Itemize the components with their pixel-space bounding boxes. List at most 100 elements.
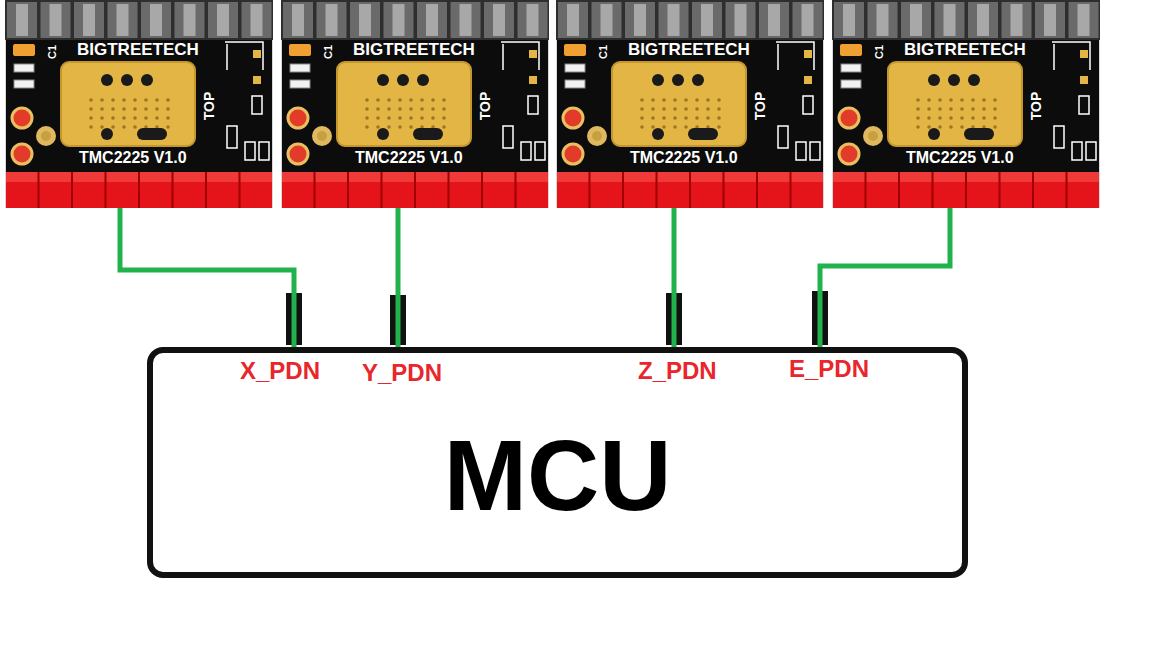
header-pin	[242, 2, 272, 38]
via-dot	[431, 107, 435, 111]
header-pin	[108, 2, 138, 38]
driver-board-drawing	[832, 0, 1100, 208]
via-dot	[133, 107, 137, 111]
header-pin	[735, 4, 747, 36]
header-pin	[50, 4, 62, 36]
driver-board: C1BIGTREETECHTOPTMC2225 V1.0	[281, 0, 549, 208]
header-pin	[184, 4, 196, 36]
resistor	[810, 142, 820, 160]
pad-ring	[312, 126, 332, 146]
header-pin	[1044, 4, 1056, 36]
pot-pad	[12, 108, 32, 128]
resistor	[841, 64, 861, 72]
via-dot	[166, 107, 170, 111]
pin-socket	[557, 172, 823, 208]
silk-label: C1	[46, 45, 58, 59]
via-dot	[409, 107, 413, 111]
via-hole	[928, 128, 940, 140]
via-dot	[651, 107, 655, 111]
via-hole	[928, 74, 940, 86]
resistor	[290, 80, 310, 88]
chip-pad	[61, 62, 195, 146]
via-slot	[964, 128, 994, 140]
silk-outline	[501, 42, 539, 70]
via-dot	[662, 125, 666, 129]
silk-label: TOP	[753, 92, 768, 121]
header-pin	[834, 2, 864, 38]
resistor	[803, 96, 813, 114]
pin-socket	[282, 172, 548, 208]
header-pin	[558, 2, 588, 38]
signal-wire	[120, 208, 294, 347]
via-hole	[948, 74, 960, 86]
chip-pad	[612, 62, 746, 146]
pad-hole	[41, 131, 51, 141]
via-dot	[993, 116, 997, 120]
via-hole	[417, 74, 429, 86]
via-dot	[442, 98, 446, 102]
header-pin	[759, 2, 789, 38]
brand-label: BIGTREETECH	[353, 41, 475, 60]
via-dot	[640, 107, 644, 111]
via-dot	[166, 116, 170, 120]
silk-label: C1	[322, 45, 334, 59]
pad-hole	[317, 131, 327, 141]
socket-divider	[448, 172, 450, 208]
via-dot	[706, 98, 710, 102]
smd-pad	[529, 50, 537, 58]
header-pin	[150, 4, 162, 36]
via-dot	[960, 107, 964, 111]
via-dot	[662, 116, 666, 120]
via-hole	[652, 74, 664, 86]
socket-divider	[790, 172, 792, 208]
via-hole	[121, 74, 133, 86]
resistor	[503, 126, 513, 148]
via-dot	[971, 107, 975, 111]
pin-header	[281, 0, 549, 40]
via-dot	[993, 107, 997, 111]
via-dot	[122, 116, 126, 120]
via-dot	[122, 107, 126, 111]
via-dot	[144, 107, 148, 111]
via-dot	[398, 98, 402, 102]
via-dot	[982, 107, 986, 111]
resistor	[1079, 96, 1089, 114]
header-pin	[359, 4, 371, 36]
driver-board: C1BIGTREETECHTOPTMC2225 V1.0	[5, 0, 273, 208]
header-pin	[493, 4, 505, 36]
pot-pad	[839, 108, 859, 128]
header-pin	[1035, 2, 1065, 38]
via-dot	[651, 116, 655, 120]
via-dot	[673, 116, 677, 120]
silk-label: C1	[597, 45, 609, 59]
resistor	[290, 64, 310, 72]
via-dot	[365, 98, 369, 102]
header-pin	[944, 4, 956, 36]
smd-pad	[1080, 50, 1088, 58]
silk-label: TOP	[1029, 92, 1044, 121]
header-pin	[251, 4, 263, 36]
header-pin	[567, 4, 579, 36]
header-pin	[326, 4, 338, 36]
via-dot	[442, 107, 446, 111]
via-dot	[949, 107, 953, 111]
via-dot	[420, 98, 424, 102]
via-dot	[431, 116, 435, 120]
via-dot	[100, 107, 104, 111]
via-dot	[376, 125, 380, 129]
resistor	[1086, 142, 1096, 160]
via-hole	[397, 74, 409, 86]
header-pin	[692, 2, 722, 38]
header-pin	[484, 2, 514, 38]
smd-pad	[1080, 76, 1088, 84]
via-dot	[673, 107, 677, 111]
model-label: TMC2225 V1.0	[355, 149, 463, 167]
via-dot	[133, 116, 137, 120]
via-dot	[409, 98, 413, 102]
via-dot	[717, 125, 721, 129]
via-dot	[442, 116, 446, 120]
via-dot	[89, 116, 93, 120]
via-dot	[717, 98, 721, 102]
via-dot	[111, 107, 115, 111]
